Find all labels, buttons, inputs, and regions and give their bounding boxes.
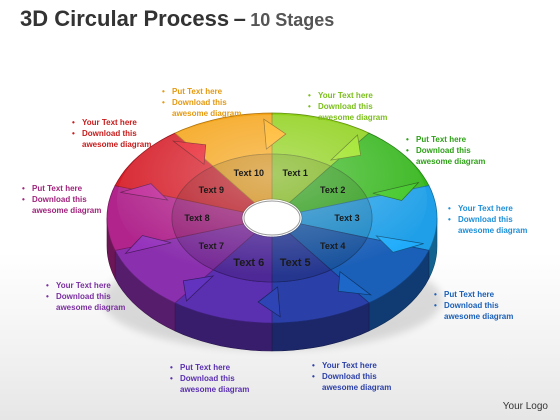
callout-9: • Put Text here • Download this awesome diag… xyxy=(22,183,101,216)
callout-line-3: awesome diagram xyxy=(322,383,392,392)
stage-1-label: Text 1 xyxy=(283,168,308,178)
callout-line-1: Your Text here xyxy=(318,91,373,100)
callout-10: • Your Text here • Download this awesome dia… xyxy=(72,117,151,150)
callout-line-2: Download this xyxy=(82,129,137,138)
callout-line-2: Download this xyxy=(56,292,111,301)
callout-line-2: Download this xyxy=(318,102,373,111)
stage-2-label: Text 2 xyxy=(320,185,345,195)
callout-line-2: Download this xyxy=(180,374,235,383)
center-hole xyxy=(243,200,301,236)
callout-line-1: Your Text here xyxy=(82,118,137,127)
callout-line-3: awesome diagram xyxy=(32,206,102,215)
title-main: 3D Circular Process xyxy=(20,6,230,31)
callout-line-1: Your Text here xyxy=(56,281,111,290)
stage-5-arrow xyxy=(257,286,281,318)
callout-line-2: Download this xyxy=(172,98,227,107)
callout-line-3: awesome diagram xyxy=(444,312,514,321)
callout-4: • Your Text here • Download this awesome dia… xyxy=(448,203,527,236)
bullet-icon: • xyxy=(46,281,49,290)
callout-3: • Put Text here • Download this awesome diag… xyxy=(406,134,485,167)
logo-text: Your Logo xyxy=(502,401,548,412)
callout-line-2: Download this xyxy=(458,215,513,224)
bullet-icon: • xyxy=(72,129,75,138)
ring-arrows xyxy=(117,115,427,318)
stage-9-label: Text 9 xyxy=(199,185,224,195)
callout-line-3: awesome diagram xyxy=(172,109,242,118)
bullet-icon: • xyxy=(312,361,315,370)
title-sub: 10 Stages xyxy=(250,10,335,30)
segment-labels: Text 1 Text 2 Text 3 Text 4 Text 5 Text 6 Text… xyxy=(184,168,359,269)
stage-10-label: Text 10 xyxy=(234,168,264,178)
bullet-icon: • xyxy=(170,363,173,372)
callout-1: • Put Text here • Download this awesome diag… xyxy=(162,86,241,119)
callout-line-1: Put Text here xyxy=(444,290,495,299)
stage-3-label: Text 3 xyxy=(334,213,359,223)
callout-line-3: awesome diagram xyxy=(458,226,528,235)
bullet-icon: • xyxy=(22,195,25,204)
bullet-icon: • xyxy=(170,374,173,383)
bullet-icon: • xyxy=(162,98,165,107)
title-dash: – xyxy=(233,6,246,31)
callout-line-1: Put Text here xyxy=(416,135,467,144)
stage-4-label: Text 4 xyxy=(320,241,345,251)
bullet-icon: • xyxy=(448,215,451,224)
stage-6-arrow xyxy=(182,275,215,302)
callout-line-3: awesome diagram xyxy=(416,157,486,166)
callout-line-3: awesome diagram xyxy=(318,113,388,122)
page-title: 3D Circular Process – 10 Stages xyxy=(20,6,334,32)
bullet-icon: • xyxy=(434,290,437,299)
bullet-icon: • xyxy=(46,292,49,301)
stage-8-label: Text 8 xyxy=(184,213,209,223)
bullet-icon: • xyxy=(162,87,165,96)
callout-line-2: Download this xyxy=(444,301,499,310)
callout-line-1: Your Text here xyxy=(458,204,513,213)
callout-line-3: awesome diagram xyxy=(56,303,126,312)
callout-line-3: awesome diagram xyxy=(82,140,152,149)
stage-5-label: Text 5 xyxy=(280,257,311,269)
bullet-icon: • xyxy=(308,91,311,100)
callout-line-1: Your Text here xyxy=(322,361,377,370)
callout-line-2: Download this xyxy=(322,372,377,381)
callout-line-2: Download this xyxy=(32,195,87,204)
callout-5: • Put Text here • Download this awesome diag… xyxy=(434,289,513,322)
callout-2: • Your Text here • Download this awesome dia… xyxy=(308,90,387,123)
bullet-icon: • xyxy=(308,102,311,111)
callout-line-3: awesome diagram xyxy=(180,385,250,394)
stage-7-label: Text 7 xyxy=(199,241,224,251)
ring-walls xyxy=(106,217,438,352)
bullet-icon: • xyxy=(22,184,25,193)
bullet-icon: • xyxy=(406,146,409,155)
callout-line-1: Put Text here xyxy=(180,363,231,372)
ring-highlight xyxy=(117,115,427,285)
bullet-icon: • xyxy=(72,118,75,127)
stage-6-label: Text 6 xyxy=(233,257,264,269)
stage-4-arrow xyxy=(337,270,373,296)
callout-line-1: Put Text here xyxy=(32,184,83,193)
callout-line-1: Put Text here xyxy=(172,87,223,96)
bullet-icon: • xyxy=(312,372,315,381)
bullet-icon: • xyxy=(406,135,409,144)
callout-6: • Your Text here • Download this awesome dia… xyxy=(312,360,391,393)
callout-7: • Put Text here • Download this awesome diag… xyxy=(170,362,249,395)
bullet-icon: • xyxy=(434,301,437,310)
callout-line-2: Download this xyxy=(416,146,471,155)
bullet-icon: • xyxy=(448,204,451,213)
callout-8: • Your Text here • Download this awesome dia… xyxy=(46,280,125,313)
